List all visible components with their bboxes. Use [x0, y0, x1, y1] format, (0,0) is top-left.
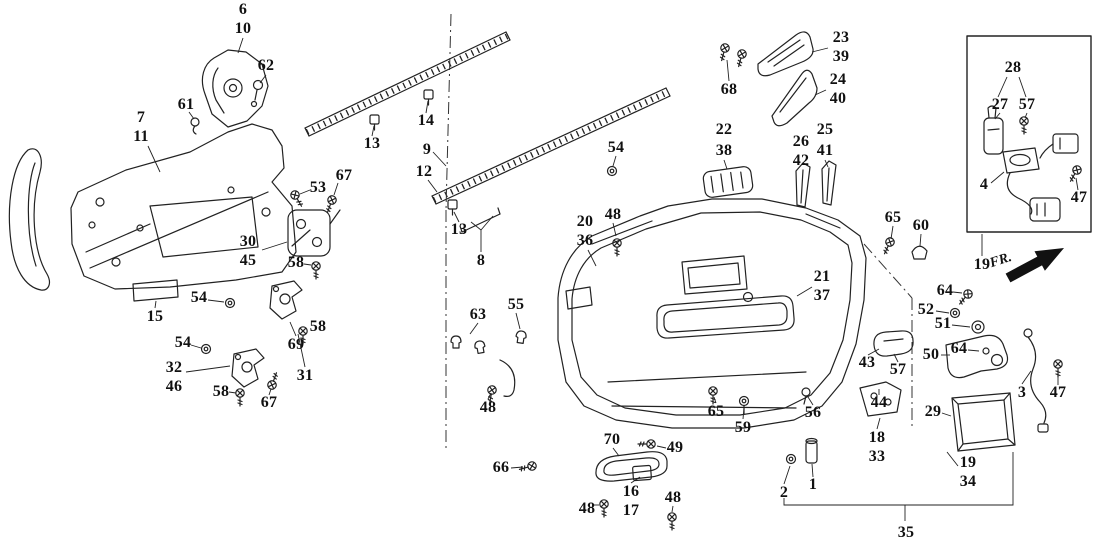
sash-garnish-strips [795, 160, 837, 208]
door-latch [287, 209, 341, 257]
screw-icon [667, 512, 677, 531]
door-pocket-bin [951, 392, 1016, 452]
grommet-icon [200, 343, 212, 355]
corner-bracket [499, 359, 516, 397]
clip-icon [473, 339, 487, 355]
window-crank-group [945, 287, 1009, 379]
door-hinge-upper [269, 280, 303, 320]
seal-pad [132, 279, 179, 302]
cap-plug [911, 245, 928, 260]
mirror-switch-group [983, 105, 1084, 222]
screw-icon [298, 326, 308, 345]
screw-icon [637, 439, 656, 449]
door-inner-panel [70, 123, 297, 290]
window-molding-upper [304, 31, 511, 137]
window-molding-lower [431, 87, 671, 233]
leader-lines [147, 37, 1079, 521]
screw-icon [485, 384, 498, 405]
mirror-bracket [190, 49, 269, 135]
screw-icon [235, 388, 245, 407]
screw-icon [266, 370, 281, 391]
grommet-icon [224, 297, 236, 309]
clip-icon [514, 329, 528, 345]
lock-rod-cable [1023, 328, 1049, 433]
screw-icon [311, 261, 321, 280]
crank-escutcheon [873, 330, 914, 357]
clip-icon [450, 335, 462, 349]
screw-icon [733, 48, 748, 69]
fr-arrow-icon [1005, 248, 1064, 283]
door-hinge-lower [231, 348, 265, 388]
grommet-icon [606, 165, 618, 177]
door-pull-handle [595, 451, 668, 482]
phantom-lines [445, 13, 913, 448]
door-seal-channel [8, 148, 51, 291]
screw-icon [599, 499, 609, 518]
grommet-icon [785, 453, 797, 465]
grommet-icon [738, 395, 750, 407]
screw-icon [880, 235, 897, 257]
pocket-bracket [859, 381, 902, 417]
detail-inset-box [966, 35, 1092, 233]
screw-icon [716, 42, 731, 63]
vent-grille [702, 166, 754, 198]
door-trim-panel [557, 198, 867, 429]
lock-knob [805, 437, 818, 464]
armrest-pads [757, 31, 818, 127]
